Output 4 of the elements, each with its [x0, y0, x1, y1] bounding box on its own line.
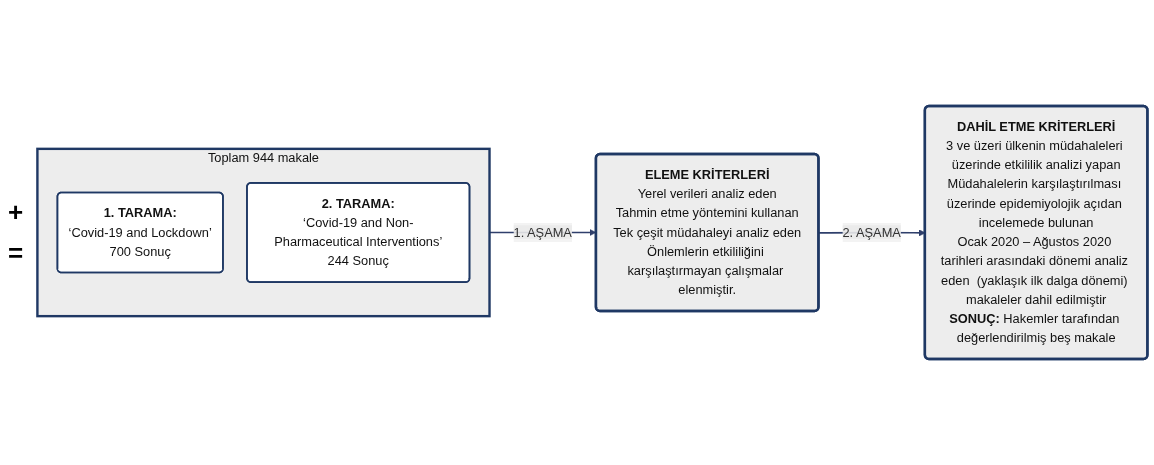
- edge-label: 2. AŞAMA: [842, 225, 902, 239]
- operator-sign: +: [8, 196, 24, 228]
- edge-label: 1. AŞAMA: [513, 225, 573, 239]
- operator-sign: =: [8, 237, 24, 269]
